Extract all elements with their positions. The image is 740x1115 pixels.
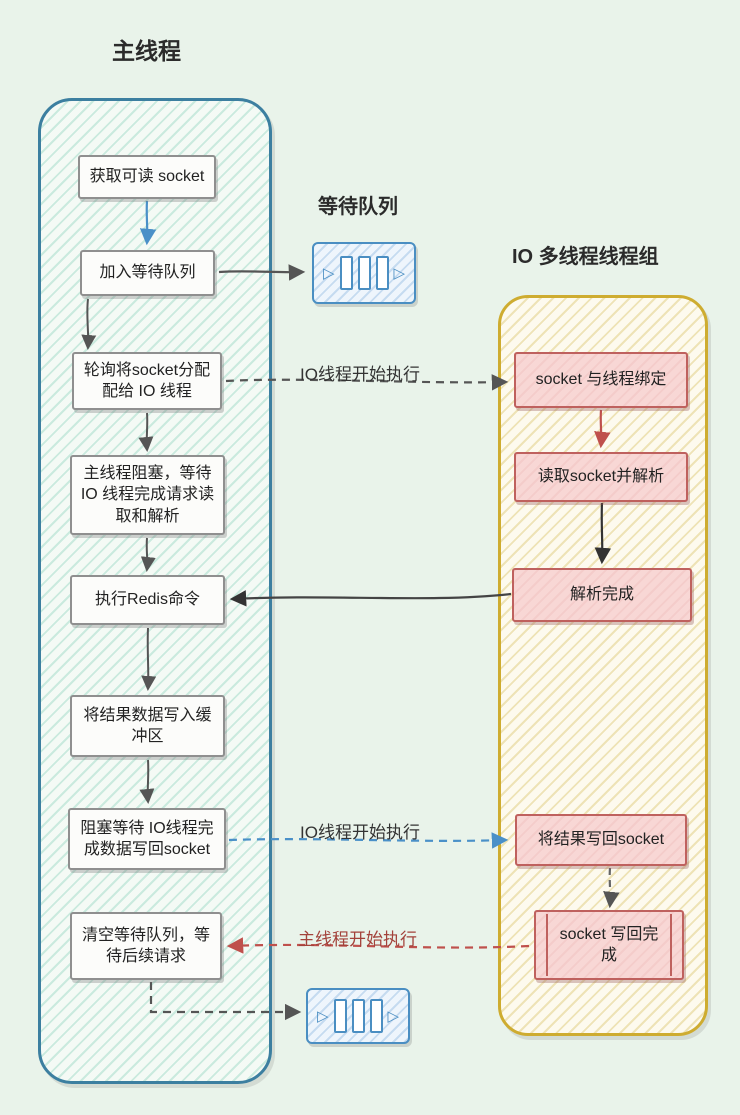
step-label: 执行Redis命令 [95, 591, 200, 609]
queue-out-triangle-icon: ▷ [393, 264, 406, 282]
step-label: 将结果数据写入缓冲区 [83, 706, 212, 745]
io-thread-group-title: IO 多线程线程组 [512, 246, 659, 268]
queue-rail-left [546, 914, 548, 976]
step-label: 加入等待队列 [99, 264, 196, 282]
arrow-parsed-to-exec [229, 590, 512, 607]
io-step-read-and-parse: 读取socket并解析 [514, 452, 688, 502]
wait-queue-icon-bottom: ▷ ▷ [306, 988, 410, 1044]
step-clear-wait-queue: 清空等待队列，等待后续请求 [70, 912, 222, 980]
step-block-wait-writeback: 阻塞等待 IO线程完成数据写回socket [68, 808, 226, 870]
step-label: 轮询将socket分配配给 IO 线程 [83, 361, 211, 400]
queue-bar-icon [375, 256, 389, 290]
step-label: socket 写回完成 [559, 925, 659, 964]
step-label: 阻塞等待 IO线程完成数据写回socket [80, 819, 214, 858]
label-main-thread-start: 主线程开始执行 [298, 930, 417, 949]
step-join-wait-queue: 加入等待队列 [80, 250, 215, 296]
step-get-readable-socket: 获取可读 socket [78, 155, 216, 199]
queue-bar-icon [339, 256, 353, 290]
step-write-result-to-buffer: 将结果数据写入缓冲区 [70, 695, 225, 757]
label-io-thread-start-2: IO线程开始执行 [300, 823, 420, 842]
step-label: 读取socket并解析 [537, 468, 665, 486]
wait-queue-title: 等待队列 [318, 196, 398, 218]
queue-in-triangle-icon: ▷ [322, 264, 335, 282]
step-label: 清空等待队列，等待后续请求 [81, 926, 210, 965]
io-step-write-result-back: 将结果写回socket [515, 814, 687, 866]
io-step-socket-thread-bind: socket 与线程绑定 [514, 352, 688, 408]
step-label: socket 与线程绑定 [535, 371, 667, 389]
step-poll-assign-socket: 轮询将socket分配配给 IO 线程 [72, 352, 222, 410]
queue-bar-icon [369, 999, 383, 1033]
queue-bar-icon [333, 999, 347, 1033]
main-thread-title: 主线程 [112, 38, 181, 64]
step-label: 主线程阻塞，等待 IO 线程完成请求读取和解析 [80, 465, 215, 525]
step-label: 将结果写回socket [537, 831, 665, 849]
queue-out-triangle-icon: ▷ [387, 1007, 400, 1025]
step-execute-redis-command: 执行Redis命令 [70, 575, 225, 625]
label-io-thread-start-1: IO线程开始执行 [300, 365, 420, 384]
queue-bar-icon [357, 256, 371, 290]
step-main-thread-block-read: 主线程阻塞，等待 IO 线程完成请求读取和解析 [70, 455, 225, 535]
queue-rail-right [670, 914, 672, 976]
queue-bar-icon [351, 999, 365, 1033]
io-step-parse-done: 解析完成 [512, 568, 692, 622]
step-label: 获取可读 socket [89, 168, 205, 186]
io-step-writeback-done: socket 写回完成 [534, 910, 684, 980]
step-label: 解析完成 [569, 586, 634, 604]
wait-queue-icon: ▷ ▷ [312, 242, 416, 304]
queue-in-triangle-icon: ▷ [316, 1007, 329, 1025]
